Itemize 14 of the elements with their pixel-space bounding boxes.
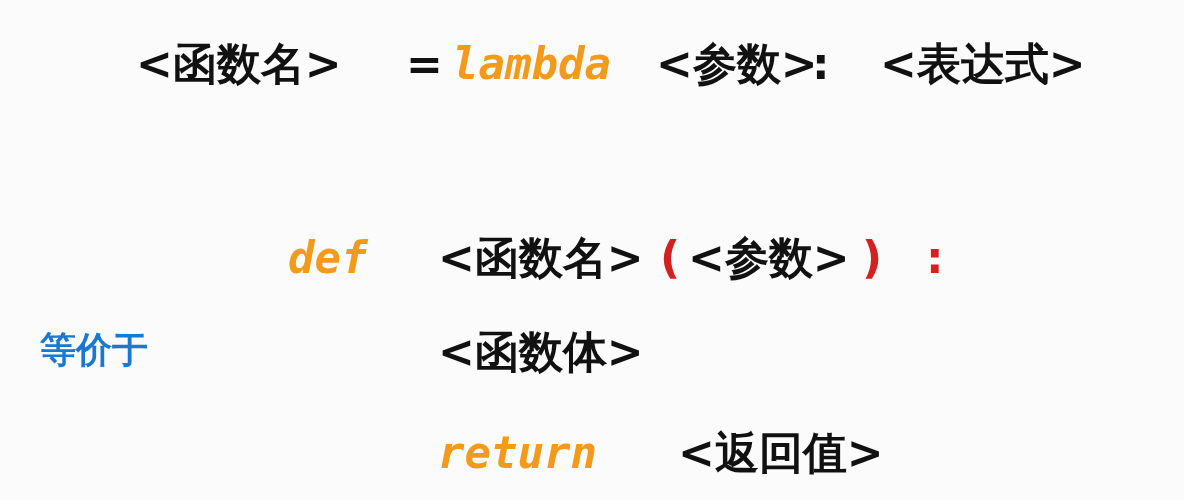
- keyword: return: [438, 431, 597, 475]
- keyword: lambda: [452, 42, 611, 86]
- keyword: def: [288, 236, 368, 280]
- code-text: =: [406, 42, 443, 86]
- code-text: <函数名>: [136, 42, 342, 86]
- code-text: :: [926, 236, 944, 280]
- code-text: <返回值>: [678, 431, 884, 475]
- code-text: <参数>: [688, 236, 850, 280]
- code-text: (: [660, 236, 681, 280]
- code-text: <函数体>: [438, 330, 644, 374]
- side-label: 等价于: [40, 332, 148, 368]
- code-text: <表达式>: [880, 42, 1086, 86]
- code-text: <函数名>: [438, 236, 644, 280]
- code-text: ): [862, 236, 883, 280]
